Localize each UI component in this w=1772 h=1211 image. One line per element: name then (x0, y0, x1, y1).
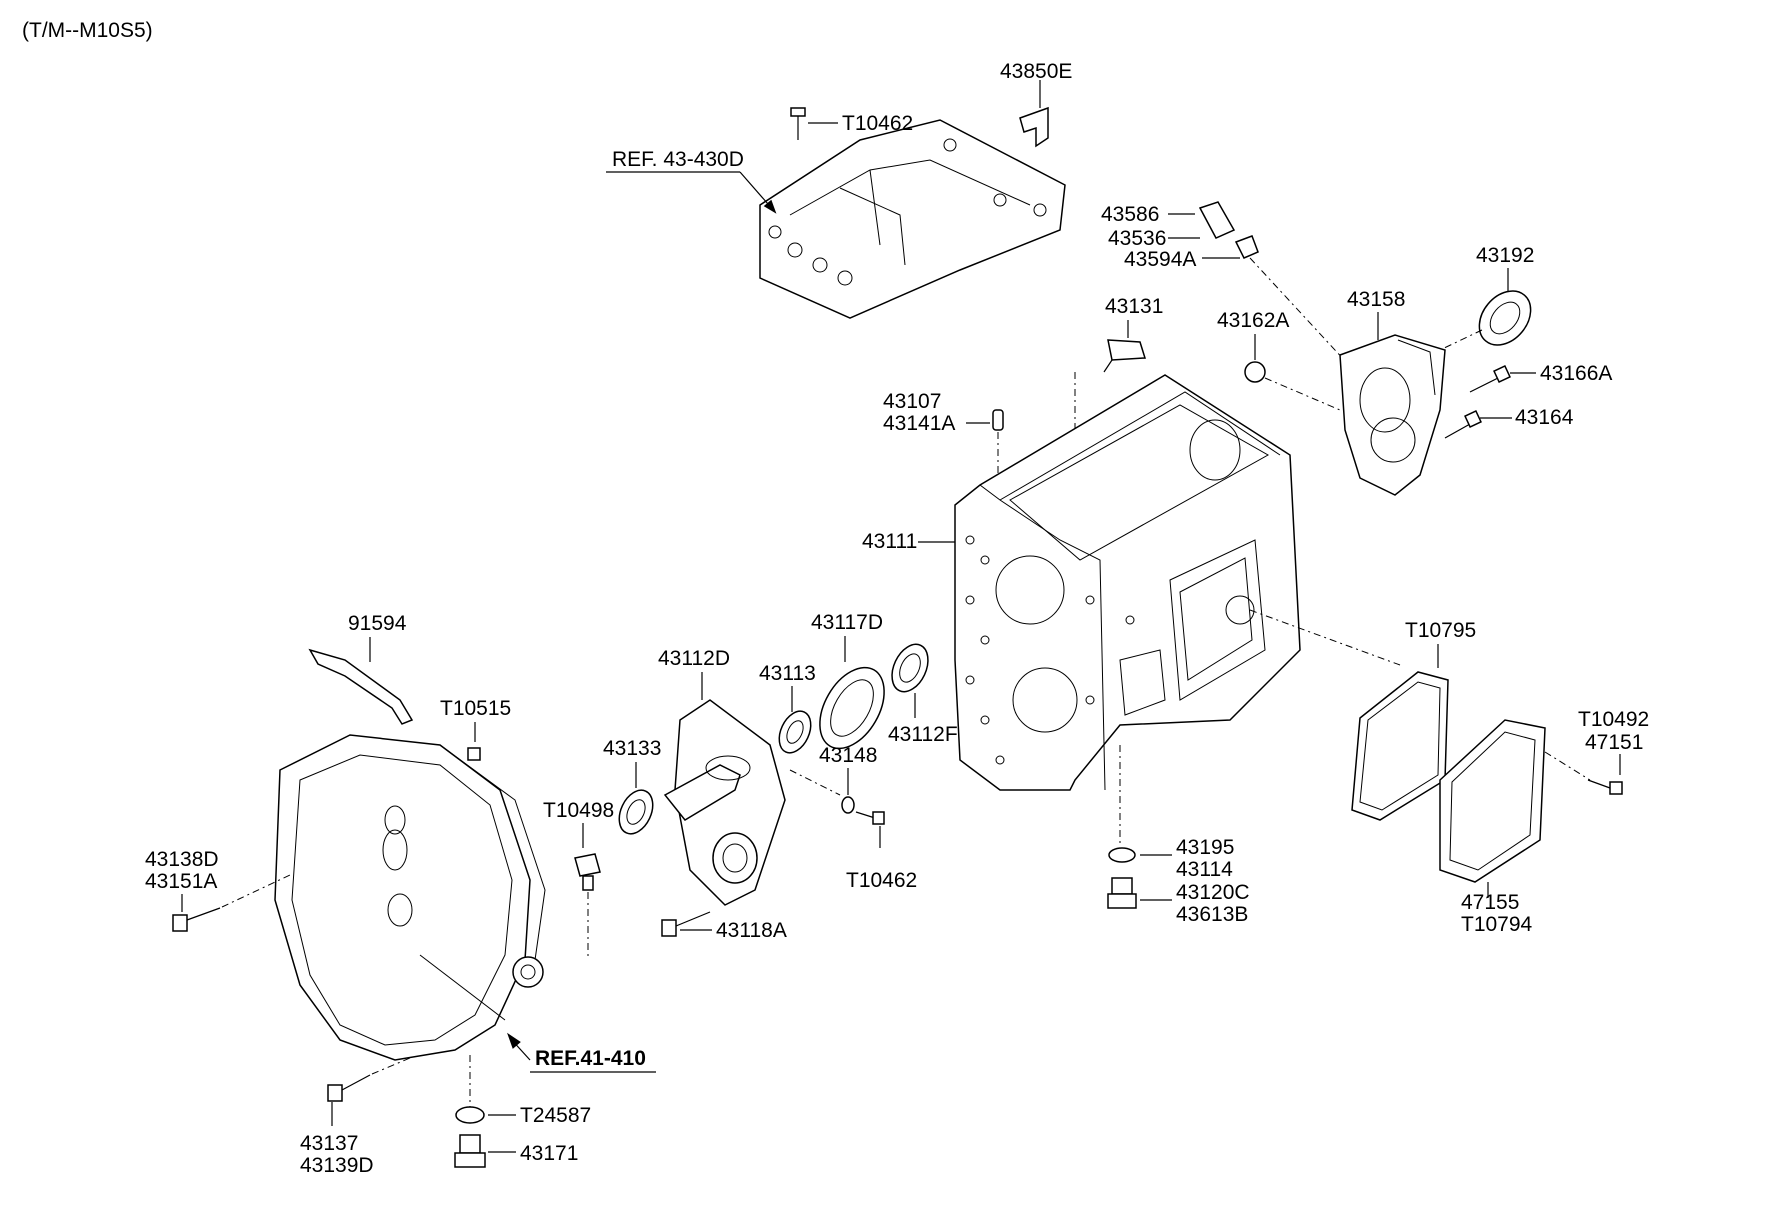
bolt-43118A-icon (661, 911, 711, 937)
bolt-43137-icon (327, 1074, 371, 1102)
transmission-case-part[interactable] (954, 374, 1301, 791)
bolt-43164-icon (1444, 410, 1482, 439)
oil-seal-43117D-icon (819, 666, 885, 750)
label-43118A: 43118A (716, 919, 787, 942)
drain-plug-43171-icon (454, 1134, 486, 1168)
label-43112F: 43112F (888, 723, 958, 746)
label-43586: 43586 (1101, 203, 1159, 226)
label-43192: 43192 (1476, 244, 1534, 267)
bolt-icon (790, 107, 806, 140)
label-43113: 43113 (759, 662, 816, 685)
diagram-title: (T/M--M10S5) (22, 19, 153, 42)
label-43164: 43164 (1515, 406, 1574, 429)
label-43137: 43137 (300, 1132, 358, 1155)
label-43114: 43114 (1176, 858, 1233, 881)
washer-T24587-icon (455, 1106, 485, 1124)
drain-plug-43120C-icon (1107, 877, 1137, 909)
label-43111: 43111 (862, 530, 917, 553)
label-43148: 43148 (819, 744, 877, 767)
front-bearing-cover-part[interactable] (663, 699, 786, 906)
label-47151: 47151 (1585, 731, 1643, 754)
gasket-T10795-part[interactable] (1351, 671, 1449, 821)
label-T10462-bottom: T10462 (846, 869, 917, 892)
bracket-91594-part[interactable] (308, 648, 414, 725)
bolt-43138D-icon (172, 907, 221, 932)
label-43117D: 43117D (811, 611, 883, 634)
label-43195: 43195 (1176, 836, 1234, 859)
label-43131: 43131 (1105, 295, 1163, 318)
plug-43162A-icon (1244, 361, 1266, 383)
clip-icon (1019, 106, 1049, 148)
bolt-47151-icon (1587, 779, 1623, 795)
label-43141A: 43141A (883, 412, 955, 435)
label-43162A: 43162A (1217, 309, 1289, 332)
label-43594A: 43594A (1124, 248, 1196, 271)
label-T10492: T10492 (1578, 708, 1649, 731)
clutch-housing-part[interactable] (274, 734, 546, 1061)
label-T10498: T10498 (543, 799, 614, 822)
bearing-43113-icon (778, 710, 812, 754)
label-T10794: T10794 (1461, 913, 1533, 936)
ref-43-430D[interactable]: REF. 43-430D (612, 148, 744, 171)
label-43139D: 43139D (300, 1154, 374, 1177)
label-43120C: 43120C (1176, 881, 1250, 904)
label-T10515: T10515 (440, 697, 511, 720)
breather-43131-icon (1103, 339, 1147, 373)
label-47155: 47155 (1461, 891, 1519, 914)
bolt-T10462-icon (855, 811, 885, 825)
breather-T10498-icon (574, 853, 601, 891)
label-43107: 43107 (883, 390, 941, 413)
side-cover-part[interactable] (1439, 719, 1546, 883)
label-43613B: 43613B (1176, 903, 1248, 926)
washer-43195-icon (1108, 847, 1136, 863)
ring-43112F-icon (891, 643, 929, 693)
label-43171: 43171 (520, 1142, 578, 1165)
label-43166A: 43166A (1540, 362, 1612, 385)
label-43158: 43158 (1347, 288, 1405, 311)
label-T10795: T10795 (1405, 619, 1476, 642)
nut-T10515-icon (467, 747, 481, 761)
switch-sensor-icon (1198, 201, 1259, 259)
label-43138D: 43138D (145, 848, 219, 871)
label-T10462-top: T10462 (842, 112, 913, 135)
label-T24587: T24587 (520, 1104, 591, 1127)
label-43133: 43133 (603, 737, 661, 760)
label-43536: 43536 (1108, 227, 1166, 250)
washer-43148-icon (841, 796, 855, 814)
dowel-pin-icon (992, 409, 1004, 431)
label-43151A: 43151A (145, 870, 217, 893)
ref-41-410[interactable]: REF.41-410 (535, 1047, 646, 1070)
bolt-43166A-icon (1469, 365, 1511, 393)
label-43850E: 43850E (1000, 60, 1072, 83)
upper-cover-part[interactable] (759, 119, 1066, 319)
label-91594: 91594 (348, 612, 407, 635)
label-43112D: 43112D (658, 647, 730, 670)
rear-cover-part[interactable] (1339, 334, 1446, 496)
seal-43133-icon (618, 789, 654, 835)
oil-seal-43192-icon (1478, 290, 1532, 346)
